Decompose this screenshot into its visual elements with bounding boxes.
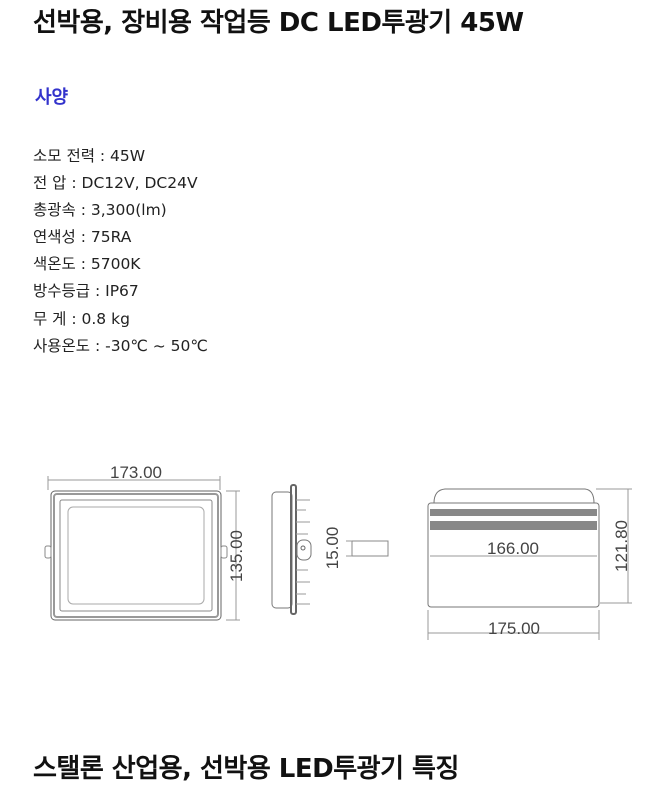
side-bracket-label: 15.00	[323, 527, 342, 570]
spec-list: 소모 전력 : 45W 전 압 : DC12V, DC24V 총광속 : 3,3…	[33, 143, 208, 360]
side-view: 15.00	[271, 484, 389, 615]
front-width-label: 173.00	[110, 463, 162, 482]
spec-item: 색온도 : 5700K	[33, 255, 141, 274]
spec-item: 방수등급 : IP67	[33, 282, 139, 301]
top-outer-width-label: 175.00	[488, 619, 540, 638]
features-title: 스탤론 산업용, 선박용 LED투광기 특징	[33, 754, 459, 784]
spec-item: 무 게 : 0.8 kg	[33, 309, 130, 328]
spec-heading: 사양	[35, 87, 69, 108]
top-inner-width-label: 166.00	[487, 539, 539, 558]
top-view: 166.00 175.00 121.80	[427, 488, 632, 640]
spec-item: 전 압 : DC12V, DC24V	[33, 174, 198, 193]
top-height-label: 121.80	[612, 520, 631, 572]
spec-item: 소모 전력 : 45W	[33, 147, 146, 165]
front-view: 173.00 135.00	[44, 463, 246, 621]
page-title: 선박용, 장비용 작업등 DC LED투광기 45W	[33, 8, 524, 38]
front-height-label: 135.00	[227, 530, 246, 582]
spec-item: 총광속 : 3,300(lm)	[33, 201, 167, 220]
spec-item: 사용온도 : -30℃ ~ 50℃	[33, 336, 208, 355]
spec-item: 연색성 : 75RA	[33, 228, 132, 247]
